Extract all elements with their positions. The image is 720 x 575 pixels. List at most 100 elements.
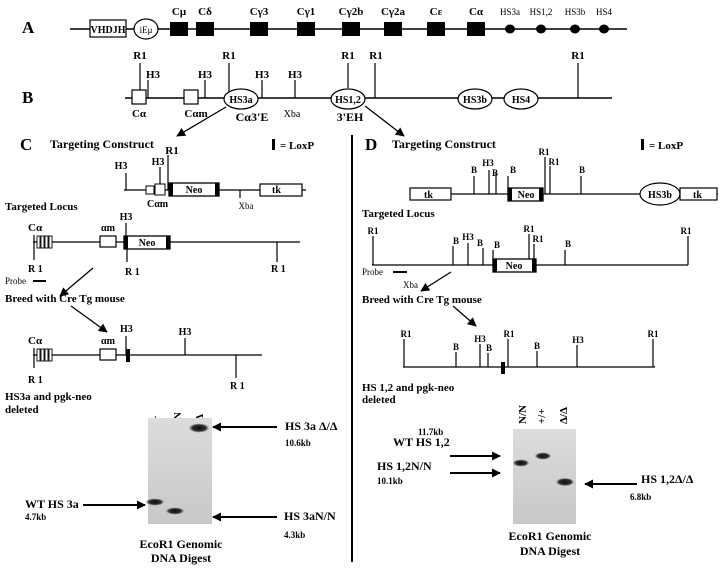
c-alpham-label: αm [101, 223, 116, 234]
loxp-site [501, 362, 505, 374]
d-label-b: B [471, 165, 477, 175]
d-label-r1: R1 [549, 157, 560, 167]
d-deleted-label-1: HS 1,2 and pgk-neo [362, 382, 455, 394]
c-targeted-locus-title: Targeted Locus [5, 201, 78, 213]
c-arrow-to-breed [59, 267, 94, 297]
site-label-r1: R1 [369, 50, 382, 62]
c-breed-label: Breed with Cre Tg mouse [5, 293, 125, 305]
c-arrow-to-deleted [70, 305, 108, 333]
c-tk-label: tk [272, 185, 281, 196]
d-breed-label: Breed with Cre Tg mouse [362, 294, 482, 306]
calpha-exon [131, 89, 147, 105]
site-label-r1: R1 [133, 50, 146, 62]
c-calpham-exon [154, 183, 166, 196]
hs-site-hs3b [570, 24, 580, 34]
c-label-r1: R 1 [271, 264, 286, 275]
d-label-b: B [453, 342, 459, 352]
iemu-enhancer [133, 18, 159, 40]
hs-label-hs3a: HS3a [500, 7, 520, 17]
ca3e-label: Cα3'E [236, 110, 269, 124]
c-calpham-exon [145, 185, 155, 195]
hs-site-hs12 [536, 24, 546, 34]
c-calpha-label: Cα [28, 335, 43, 347]
d-arrow-to-deleted [452, 305, 477, 327]
gene-label-cgamma3: Cγ3 [250, 6, 269, 18]
gene-label-cgamma2a: Cγ2a [381, 6, 406, 18]
c-neo-label: Neo [186, 185, 203, 196]
d-probe-label: Probe [362, 267, 383, 277]
c-alpham-exon [99, 348, 117, 361]
loxp-site [493, 259, 497, 272]
site-label-h3: H3 [198, 69, 213, 81]
hs4-label: HS4 [512, 95, 530, 106]
d-digest-label-2: DNA Digest [520, 544, 580, 558]
c-band-dd [189, 423, 209, 433]
d-loxp-legend: = LoxP [649, 140, 683, 152]
d-label-h3: H3 [462, 232, 474, 242]
c-alpham-label: αm [101, 336, 116, 347]
d-lane-label: Δ/Δ [558, 407, 570, 424]
hs-label-hs4: HS4 [596, 7, 613, 17]
d-label-b: B [579, 165, 585, 175]
d-deleted-label-2: deleted [362, 394, 396, 406]
gene-cgamma1 [297, 22, 315, 36]
d-label-b: B [477, 238, 483, 248]
c-label-r1: R 1 [28, 375, 43, 386]
hs-label-hs12: HS1,2 [530, 7, 553, 17]
d-label-r1: R1 [648, 329, 659, 339]
c-deleted-label-1: HS3a and pgk-neo [5, 391, 92, 403]
gene-cgamma2a [384, 22, 402, 36]
eh3-label: 3'EH [337, 110, 364, 124]
calpha-label: Cα [132, 108, 147, 120]
site-label-r1: R1 [571, 50, 584, 62]
hs3a-enhancer [223, 88, 259, 110]
d-label-r1: R1 [533, 234, 544, 244]
gene-label-cdelta: Cδ [198, 6, 212, 18]
d-arrow-to-breed [420, 271, 452, 292]
c-calpha-exons [36, 235, 53, 249]
d-neo-label: Neo [506, 261, 523, 272]
c-band-wt [146, 498, 164, 506]
d-label-b: B [494, 240, 500, 250]
c-label-r1: R 1 [28, 264, 43, 275]
d-tk-cassette [679, 187, 718, 201]
site-label-h3: H3 [146, 69, 161, 81]
loxp-site [124, 236, 128, 249]
c-label-r1: R 1 [125, 267, 140, 278]
d-lane-label: N/N [517, 405, 529, 424]
c-band-nn [166, 507, 184, 515]
d-label-r1: R1 [539, 147, 550, 157]
c-blot-membrane [148, 418, 212, 524]
d-hs3b-label: HS3b [648, 190, 672, 201]
d-construct-title: Targeting Construct [392, 137, 496, 151]
loxp-site [539, 188, 543, 201]
panel-d: D Targeting Construct = LoxP tk B H3 B B… [362, 135, 718, 558]
c-tk-cassette [259, 183, 303, 197]
c-label-nn: HS 3aN/N [284, 509, 336, 523]
loxp-site [169, 183, 173, 196]
d-label-b: B [565, 239, 571, 249]
c-label-wt: WT HS 3a [25, 497, 79, 511]
d-lane-label: +/+ [536, 408, 548, 424]
gene-cgamma2b [342, 22, 360, 36]
panel-c: C Targeting Construct = LoxP H3 H3 R1 Ne… [5, 135, 338, 565]
d-tk-cassette [409, 187, 452, 201]
gene-label-calpha: Cα [469, 6, 484, 18]
c-digest-label-2: DNA Digest [151, 551, 211, 565]
panel-b-label: B [22, 88, 33, 107]
d-xba-label: Xba [403, 280, 418, 290]
gene-cgamma3 [250, 22, 268, 36]
site-label-h3: H3 [255, 69, 270, 81]
d-label-nn: HS 1,2N/N [377, 459, 432, 473]
loxp-legend-swatch [641, 139, 644, 150]
loxp-site [126, 349, 130, 362]
calpham-exon [183, 89, 199, 105]
gene-label-cgamma1: Cγ1 [297, 6, 316, 18]
panel-b: B R1 H3 H3 R1 H3 H3 R1 R1 R1 Cα Cαm HS3a… [22, 50, 612, 137]
d-label-b: B [492, 168, 498, 178]
hs3a-label: HS3a [229, 95, 252, 106]
hs4-enhancer [503, 88, 539, 110]
d-label-r1: R1 [524, 224, 535, 234]
c-calpham-label: Cαm [147, 199, 169, 210]
